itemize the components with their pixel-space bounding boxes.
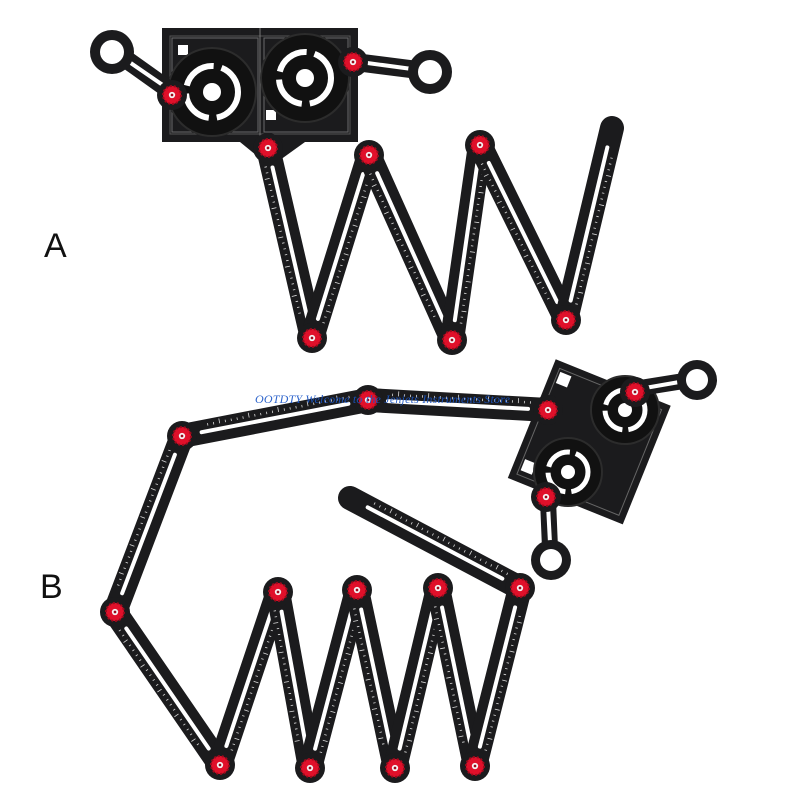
red-lock-knob [167, 421, 197, 451]
ruler-arm [338, 486, 532, 600]
red-lock-knob [380, 753, 410, 783]
knobs-a [157, 47, 581, 355]
scale-marks [319, 618, 359, 753]
multi-angle-ruler-b [100, 359, 717, 783]
ruler-arm [103, 424, 194, 624]
red-lock-knob [437, 325, 467, 355]
scale-marks [575, 157, 613, 305]
side-tab-bottom-b [531, 492, 571, 580]
ruler-arms-b [103, 388, 560, 780]
knobs-b [100, 377, 650, 783]
scale-marks [264, 166, 301, 314]
red-lock-knob [505, 573, 535, 603]
red-lock-knob [157, 80, 187, 110]
scale-marks [207, 395, 350, 426]
scale-marks [369, 173, 436, 318]
scale-marks [322, 184, 368, 324]
scale-marks [118, 629, 200, 746]
panel-label-a: A [44, 227, 67, 265]
red-lock-knob [263, 577, 293, 607]
scale-marks [353, 608, 385, 745]
red-lock-knob [253, 133, 283, 163]
scale-marks [459, 174, 484, 324]
ruler-arm [463, 576, 532, 778]
red-lock-knob [338, 47, 368, 77]
red-lock-knob [423, 573, 453, 603]
ruler-arm [256, 136, 324, 350]
ruler-arm [208, 580, 290, 777]
red-lock-knob [531, 482, 561, 512]
red-lock-knob [100, 597, 130, 627]
ruler-arm [266, 580, 322, 780]
scale-marks [433, 606, 465, 743]
red-lock-knob [551, 305, 581, 335]
ruler-arm [440, 133, 492, 352]
red-lock-knob [533, 395, 563, 425]
scale-marks [484, 615, 522, 751]
red-lock-knob [353, 385, 383, 415]
ruler-arm [357, 143, 464, 352]
ruler-arm [298, 578, 369, 780]
ruler-arm [468, 133, 578, 332]
locator-plate-a [162, 28, 358, 160]
red-lock-knob [620, 377, 650, 407]
ruler-arm [345, 578, 407, 780]
scale-marks [116, 449, 171, 586]
scale-marks [480, 163, 550, 300]
scale-marks [392, 391, 531, 404]
panel-label-b: B [40, 568, 63, 606]
scale-marks [373, 502, 509, 576]
ruler-arm [103, 600, 232, 777]
red-lock-knob [465, 130, 495, 160]
red-lock-knob [205, 750, 235, 780]
red-lock-knob [342, 575, 372, 605]
scale-marks [273, 610, 300, 742]
red-lock-knob [354, 140, 384, 170]
ruler-arm [426, 576, 487, 778]
red-lock-knob [295, 753, 325, 783]
ruler-arm [554, 116, 624, 332]
ruler-arms-a [256, 116, 624, 352]
ruler-arm [300, 143, 381, 350]
scale-marks [230, 618, 278, 751]
multi-angle-ruler-a [90, 28, 624, 355]
ruler-arm [356, 388, 560, 422]
ruler-arm [170, 388, 380, 448]
red-lock-knob [460, 751, 490, 781]
red-lock-knob [297, 323, 327, 353]
store-watermark: OOTDTY Welcome to the Jenjets Instrument… [255, 392, 511, 406]
